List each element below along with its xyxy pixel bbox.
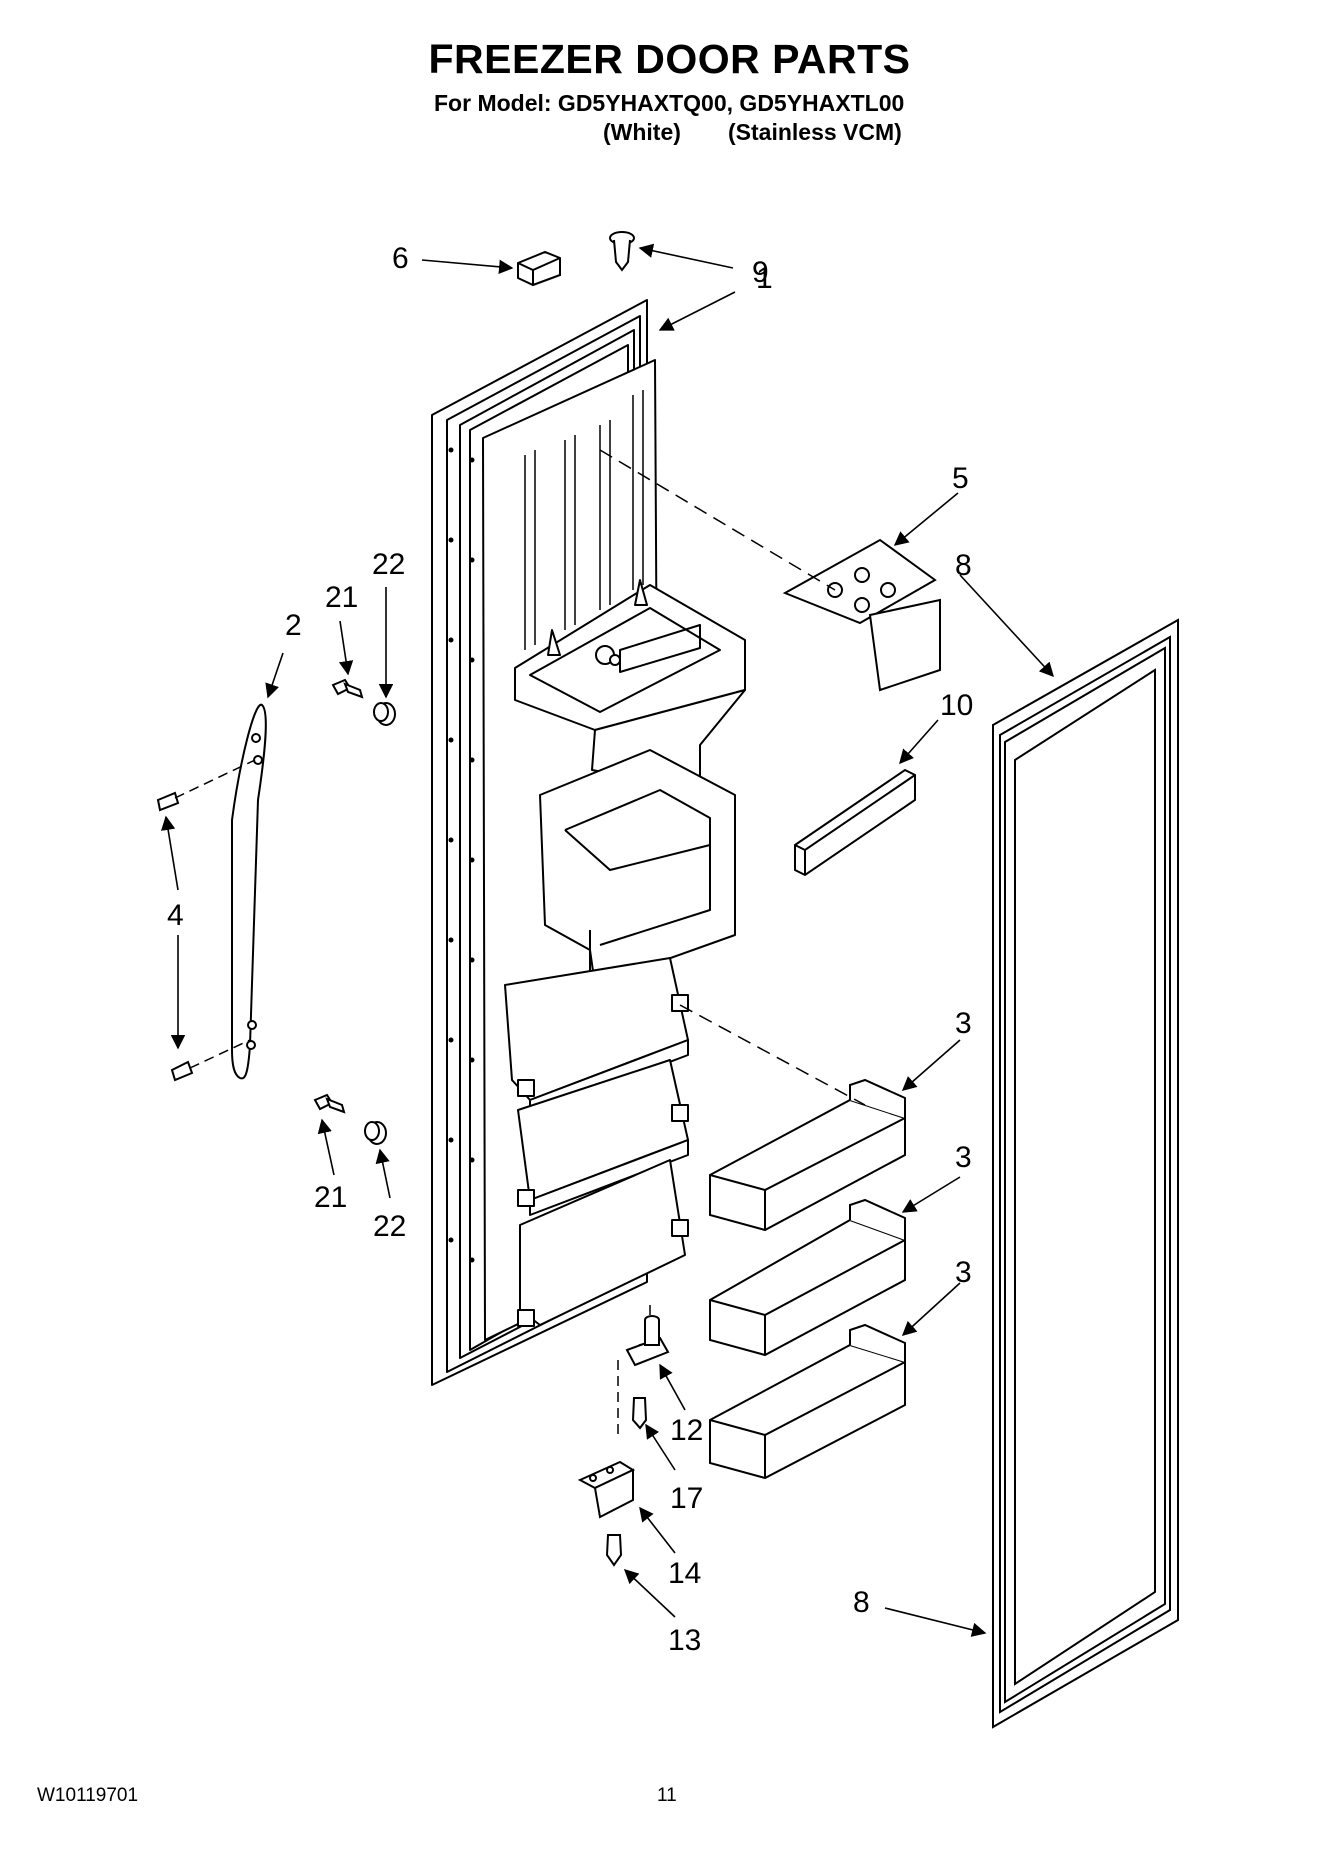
callout-21-lower: 21 — [314, 1181, 347, 1214]
part-21-screw-lower — [313, 1093, 346, 1114]
document-code: W10119701 — [37, 1785, 139, 1806]
callout-3-middle: 3 — [955, 1141, 972, 1174]
callout-17: 17 — [670, 1482, 703, 1515]
part-13-screw — [605, 1534, 623, 1567]
leader-line — [679, 1004, 866, 1106]
part-10-channel — [794, 768, 916, 877]
part-5-hinge-cover — [782, 538, 941, 692]
callout-arrows — [160, 243, 1054, 1637]
part-3-door-bin-upper — [709, 1078, 906, 1232]
part-12-hinge-pin — [625, 1315, 670, 1367]
leader-line — [599, 449, 836, 591]
part-8-gasket — [992, 618, 1179, 1729]
variant-white-label: (White) — [603, 119, 681, 145]
leader-line — [174, 759, 256, 1069]
part-6-clip — [517, 250, 561, 287]
callout-3-lower: 3 — [955, 1256, 972, 1289]
callout-8-bottom: 8 — [853, 1586, 870, 1619]
leader-line — [617, 1305, 651, 1440]
part-14-hinge-bracket — [577, 1460, 636, 1519]
callout-22-upper: 22 — [372, 548, 405, 581]
part-21-screw-upper — [331, 678, 364, 699]
variant-stainless-label: (Stainless VCM) — [728, 119, 902, 145]
callout-8-top: 8 — [955, 549, 972, 582]
part-4-set-screws — [156, 791, 194, 1082]
part-3-door-bin-middle — [709, 1198, 906, 1357]
callout-22-lower: 22 — [373, 1210, 406, 1243]
callout-12: 12 — [670, 1414, 703, 1447]
callout-5: 5 — [952, 462, 969, 495]
callout-4: 4 — [167, 899, 184, 932]
model-line: For Model: GD5YHAXTQ00, GD5YHAXTL00 — [434, 90, 905, 116]
callout-10: 10 — [940, 689, 973, 722]
part-17-screw — [631, 1397, 648, 1430]
part-22-spacer-lower — [364, 1121, 387, 1145]
page-title: FREEZER DOOR PARTS — [428, 36, 911, 82]
part-22-spacer-upper — [373, 702, 396, 726]
door-panel — [431, 299, 746, 1386]
part-2-handle — [231, 703, 267, 1080]
callout-3-upper: 3 — [955, 1007, 972, 1040]
callout-9: 9 — [752, 256, 769, 289]
callout-14: 14 — [668, 1557, 701, 1590]
callout-6: 6 — [392, 242, 409, 275]
part-9-screw — [609, 231, 635, 272]
callout-1: 1 — [756, 262, 773, 295]
callout-21-upper: 21 — [325, 581, 358, 614]
callout-13: 13 — [668, 1624, 701, 1657]
page-number: 11 — [657, 1785, 677, 1806]
callout-2: 2 — [285, 609, 302, 642]
part-3-door-bin-lower — [709, 1323, 906, 1480]
